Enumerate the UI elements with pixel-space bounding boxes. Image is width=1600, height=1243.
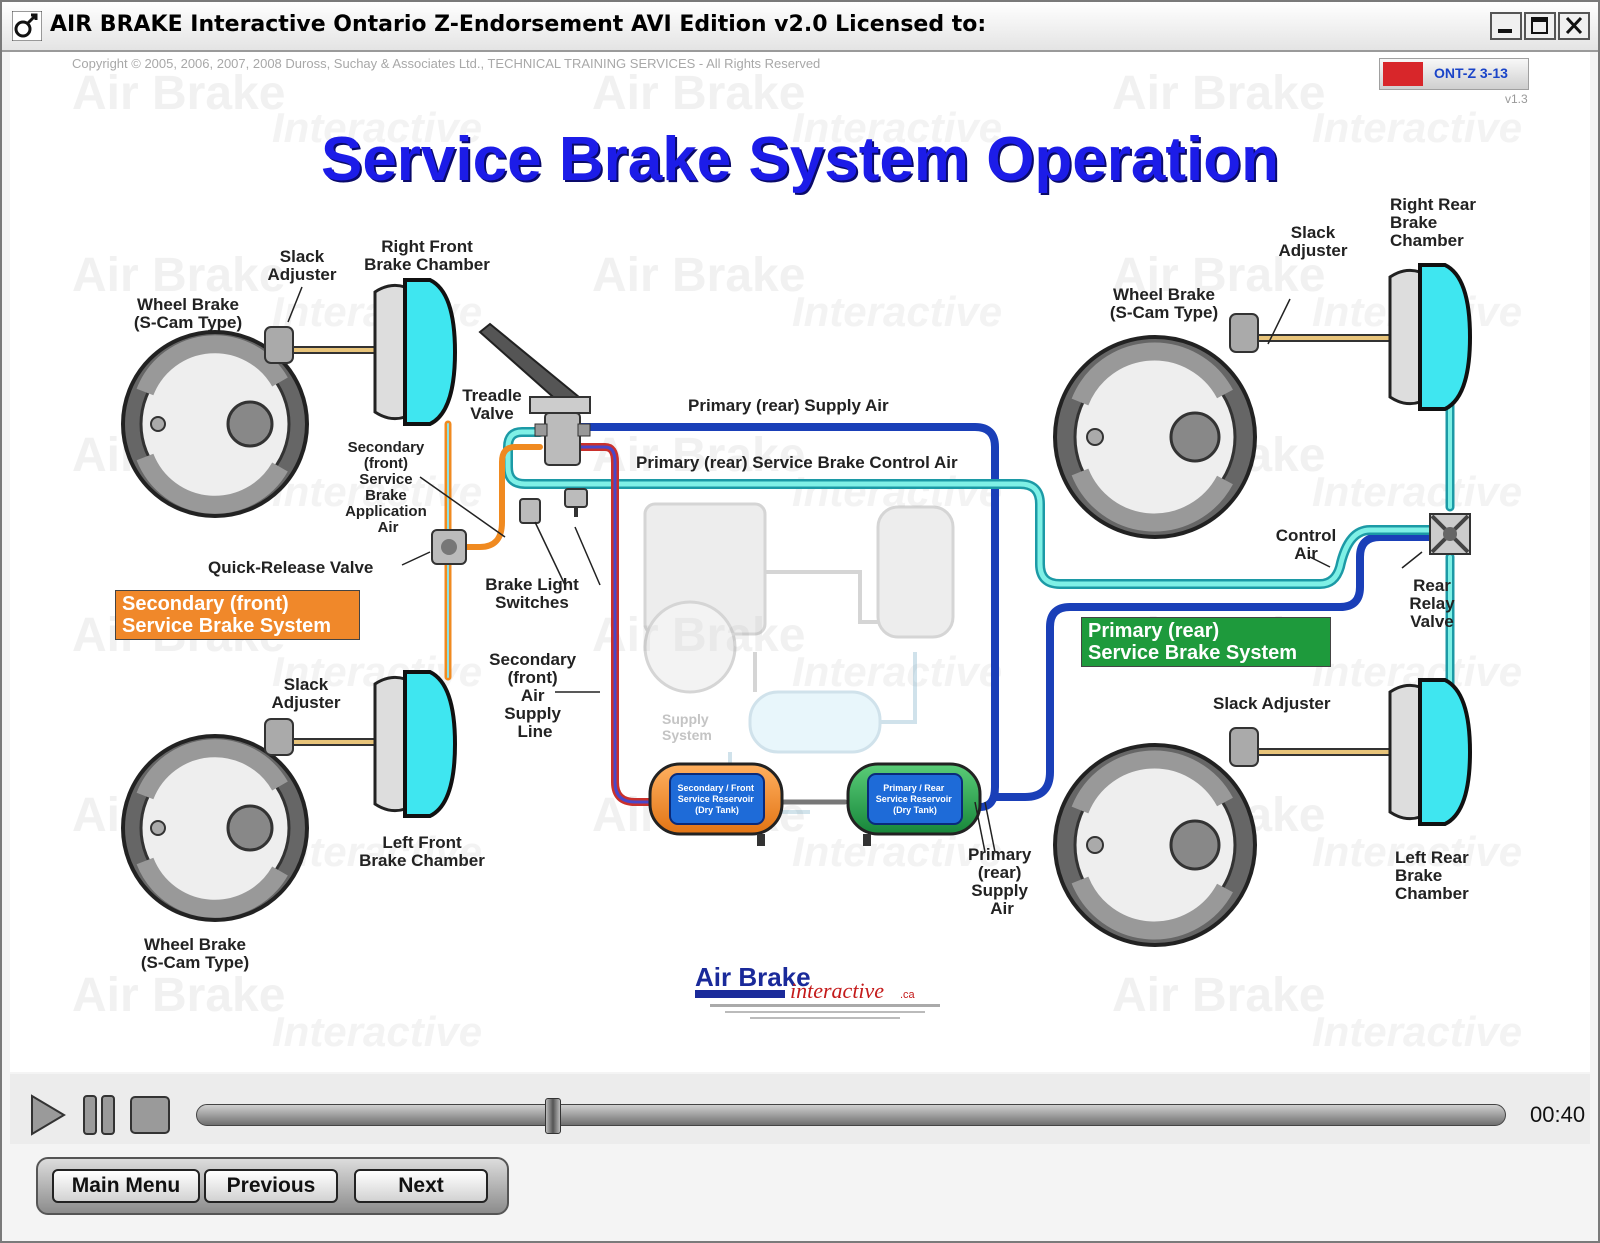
main-menu-button[interactable]: Main Menu bbox=[52, 1169, 200, 1203]
lesson-code: ONT-Z 3-13 bbox=[1434, 65, 1508, 81]
app-logo-icon bbox=[12, 11, 42, 41]
right-rear-wheel-brake bbox=[1053, 335, 1257, 539]
pause-icon bbox=[83, 1095, 115, 1135]
svg-text:interactive: interactive bbox=[790, 978, 884, 1003]
left-rear-front-wheel-brake-bottom bbox=[121, 734, 309, 922]
left-rear-wheel-brake bbox=[1053, 743, 1257, 947]
next-button[interactable]: Next bbox=[354, 1169, 488, 1203]
secondary-front-system-label: Secondary (front) Service Brake System bbox=[115, 590, 360, 640]
left-front-wheel-brake bbox=[121, 330, 309, 518]
svg-text:Secondary (front): Secondary (front) Air Supply Line bbox=[489, 650, 581, 741]
svg-text:Wheel Brake(S-Cam Type): Wheel Brake(S-Cam Type) bbox=[1110, 285, 1218, 322]
svg-text:Slack Adjuster: Slack Adjuster bbox=[1213, 694, 1331, 713]
left-front-brake-chamber bbox=[373, 670, 458, 818]
slack-adjusters bbox=[264, 313, 1259, 767]
play-icon bbox=[31, 1094, 66, 1136]
treadle-valve bbox=[478, 322, 591, 466]
svg-text:Wheel Brake(S-Cam Type): Wheel Brake(S-Cam Type) bbox=[141, 935, 249, 972]
quick-release-valve bbox=[431, 529, 467, 565]
minimize-icon bbox=[1498, 29, 1512, 33]
primary-rear-system-label: Primary (rear) Service Brake System bbox=[1081, 617, 1331, 667]
svg-text:Secondary / Front Se: Secondary / Front Service Reservoir (Dry… bbox=[677, 783, 756, 815]
lesson-badge: ONT-Z 3-13 bbox=[1379, 58, 1529, 90]
svg-text:Air Brake: Air Brake bbox=[695, 962, 811, 992]
rear-relay-valve bbox=[1429, 513, 1471, 555]
svg-text:Quick-Release Valve: Quick-Release Valve bbox=[208, 558, 373, 577]
play-button[interactable] bbox=[28, 1094, 68, 1136]
maximize-button[interactable] bbox=[1524, 12, 1556, 40]
leader-lines bbox=[287, 286, 1423, 853]
brake-light-switches bbox=[519, 488, 588, 524]
svg-text:Primary (rear) Supply Air: Primary (rear) Supply Air bbox=[688, 396, 889, 415]
title-bar[interactable]: AIR BRAKE Interactive Ontario Z-Endorsem… bbox=[2, 2, 1598, 52]
svg-text:Primary (rear): Primary (rear) Supply Air bbox=[968, 845, 1036, 918]
close-icon bbox=[1565, 16, 1583, 35]
air-brake-interactive-logo: Air Brake interactive .ca bbox=[695, 962, 940, 1019]
brake-system-diagram: Supply System bbox=[121, 195, 1476, 1019]
close-button[interactable] bbox=[1558, 12, 1590, 40]
elapsed-time: 00:40 bbox=[1530, 1102, 1586, 1127]
version-label: v1.3 bbox=[1505, 92, 1528, 106]
primary-reservoir: Primary / Rear Service Reservoir (Dry Ta… bbox=[846, 762, 982, 846]
left-rear-brake-chamber bbox=[1388, 678, 1473, 826]
svg-text:.ca: .ca bbox=[900, 989, 916, 1001]
supply-system-label: Supply System bbox=[662, 711, 713, 743]
slide-title: Service Brake System Operation bbox=[320, 125, 1280, 194]
right-rear-brake-chamber bbox=[1388, 263, 1473, 411]
svg-text:Primary / Rear Servi: Primary / Rear Service Reservoir (Dry Ta… bbox=[876, 783, 955, 815]
maximize-icon bbox=[1531, 17, 1548, 34]
navigation-bar: Main Menu Previous Next bbox=[36, 1157, 509, 1215]
previous-button[interactable]: Previous bbox=[204, 1169, 338, 1203]
stop-icon bbox=[130, 1096, 170, 1134]
stop-button[interactable] bbox=[128, 1094, 172, 1136]
pause-button[interactable] bbox=[80, 1094, 120, 1136]
svg-text:Primary (rear) Service Brake C: Primary (rear) Service Brake Control Air bbox=[636, 453, 958, 472]
push-rods bbox=[276, 334, 1399, 756]
window-title: AIR BRAKE Interactive Ontario Z-Endorsem… bbox=[50, 12, 987, 37]
ontario-flag-icon bbox=[1383, 62, 1423, 86]
secondary-reservoir: Secondary / Front Service Reservoir (Dry… bbox=[648, 762, 784, 846]
slide-area: Air Brake Interactive Air Brake Interact… bbox=[10, 52, 1590, 1072]
media-player: 00:40 bbox=[10, 1074, 1590, 1144]
copyright-notice: Copyright © 2005, 2006, 2007, 2008 Duros… bbox=[72, 56, 821, 71]
minimize-button[interactable] bbox=[1490, 12, 1522, 40]
svg-text:Secondary (front): Secondary (front) Service Brake Applicat… bbox=[345, 439, 431, 536]
seek-handle[interactable] bbox=[545, 1098, 561, 1134]
right-front-brake-chamber bbox=[373, 278, 458, 426]
svg-text:Wheel Brake(S-Cam Type): Wheel Brake(S-Cam Type) bbox=[134, 295, 242, 332]
seek-bar[interactable] bbox=[196, 1104, 1506, 1126]
